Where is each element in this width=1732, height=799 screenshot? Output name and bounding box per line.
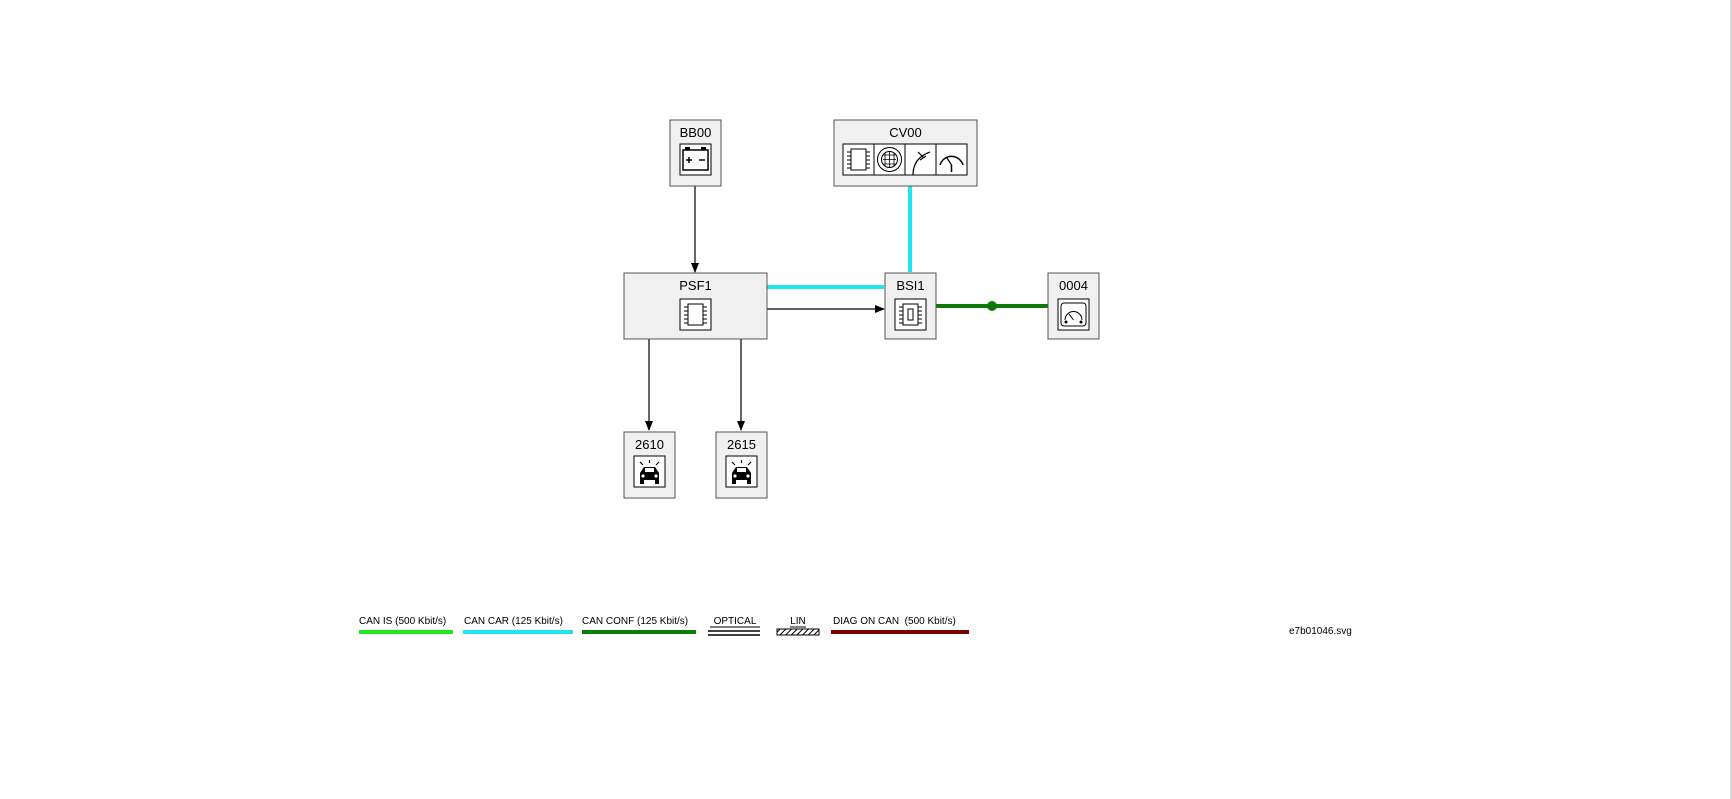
connector-icon — [873, 143, 906, 176]
chip-icon — [679, 298, 712, 331]
module-psf1: PSF1 — [623, 272, 768, 340]
module-0004-label: 0004 — [1059, 278, 1088, 293]
module-cv00-label: CV00 — [889, 125, 922, 140]
legend-item-optical: OPTICAL — [708, 616, 760, 636]
module-2615-label: 2615 — [727, 437, 756, 452]
legend-line-lin — [776, 628, 820, 636]
instrument-panel-icon — [1057, 298, 1090, 331]
legend-item-can-conf: CAN CONF (125 Kbit/s) — [582, 616, 696, 634]
legend-label-can-conf: CAN CONF (125 Kbit/s) — [582, 616, 688, 627]
module-bb00-label: BB00 — [680, 125, 712, 140]
file-name: e7b01046.svg — [1289, 626, 1352, 637]
legend-item-diag-on-can: DIAG ON CAN (500 Kbit/s) — [831, 616, 969, 634]
module-bsi1: BSI1 — [884, 272, 937, 340]
legend: CAN IS (500 Kbit/s) CAN CAR (125 Kbit/s)… — [359, 616, 969, 636]
module-2615: 2615 — [715, 431, 768, 499]
can-conf-junction-dot — [987, 301, 997, 311]
legend-label-can-car: CAN CAR (125 Kbit/s) — [464, 616, 563, 627]
battery-icon — [679, 143, 712, 176]
module-0004: 0004 — [1047, 272, 1100, 340]
scrollbar[interactable] — [1730, 0, 1732, 799]
module-2610-label: 2610 — [635, 437, 664, 452]
module-psf1-label: PSF1 — [679, 278, 712, 293]
headlamp-vehicle-icon — [725, 455, 758, 488]
branch-icon — [904, 143, 937, 176]
legend-label-lin: LIN — [790, 616, 806, 627]
legend-label-can-is: CAN IS (500 Kbit/s) — [359, 616, 446, 627]
module-bb00: BB00 — [669, 119, 722, 187]
module-2610: 2610 — [623, 431, 676, 499]
legend-item-can-car: CAN CAR (125 Kbit/s) — [463, 616, 573, 634]
fuse-box-icon — [894, 298, 927, 331]
gauge-icon — [935, 143, 968, 176]
module-cv00: CV00 — [833, 119, 978, 187]
legend-label-optical: OPTICAL — [714, 616, 757, 627]
module-bsi1-label: BSI1 — [896, 278, 924, 293]
legend-label-diag-on-can: DIAG ON CAN (500 Kbit/s) — [833, 616, 956, 627]
headlamp-vehicle-icon — [633, 455, 666, 488]
legend-item-lin: LIN — [776, 616, 820, 636]
legend-item-can-is: CAN IS (500 Kbit/s) — [359, 616, 453, 634]
chip-icon — [842, 143, 875, 176]
